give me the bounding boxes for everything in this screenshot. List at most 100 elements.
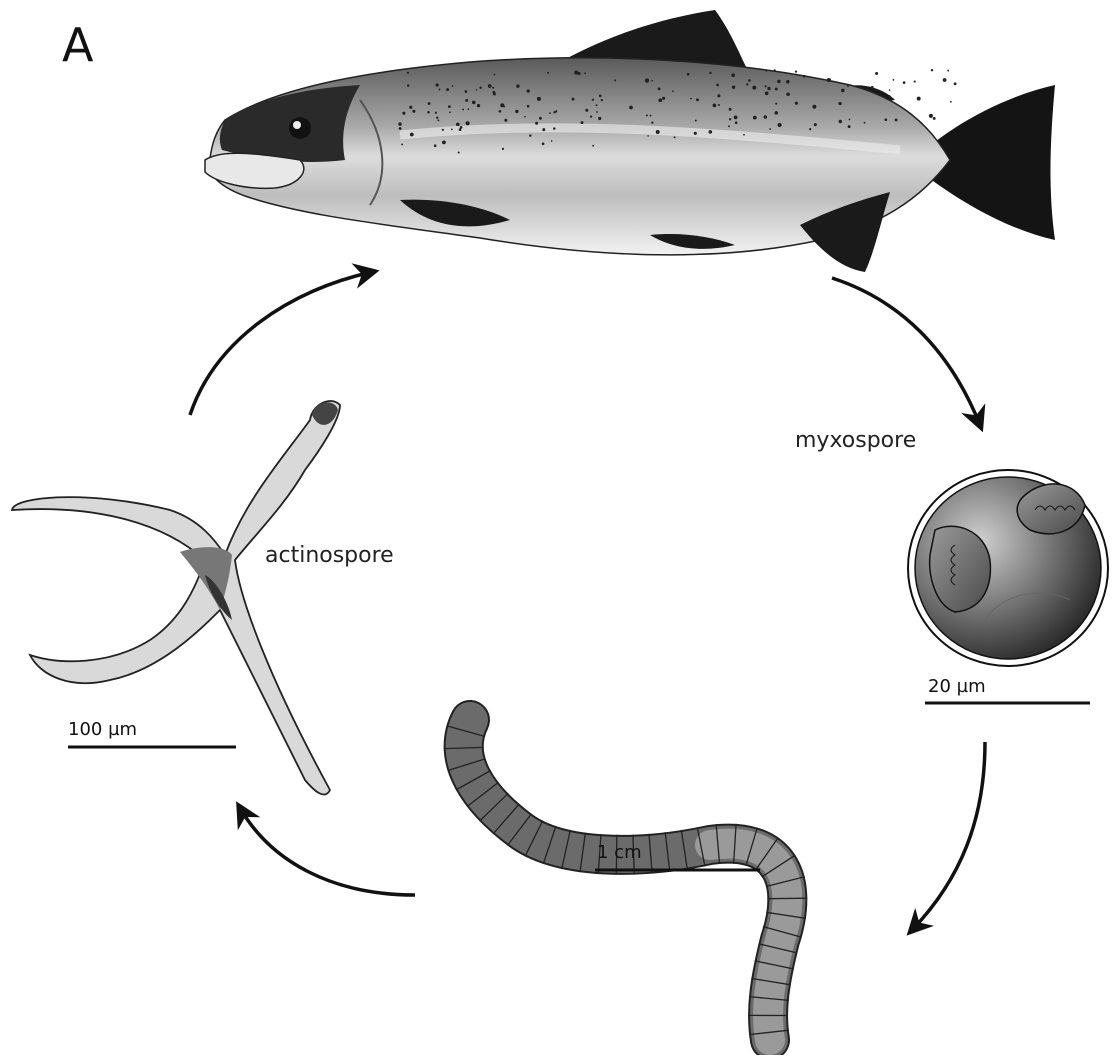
worm-segment	[767, 898, 807, 899]
fish-spot	[947, 70, 949, 72]
fish-spot	[888, 95, 890, 97]
fish-spot	[499, 110, 502, 113]
fish-spot	[537, 97, 541, 101]
fish-spot	[885, 118, 888, 121]
fish-spot	[409, 106, 412, 109]
fish-spot	[494, 74, 496, 76]
fish-spot	[716, 84, 719, 87]
fish-spot	[847, 85, 849, 87]
fish-spot	[709, 130, 713, 134]
fish-spot	[452, 85, 454, 87]
fish-spot	[645, 78, 649, 82]
fish-spot	[434, 144, 437, 147]
fish-spot	[777, 80, 781, 84]
fish-spot	[713, 104, 717, 108]
fish-spot	[529, 134, 531, 136]
myxospore-icon	[908, 470, 1108, 666]
myxospore-label: myxospore	[795, 428, 916, 453]
fish-spot	[650, 115, 652, 117]
fish-spot	[614, 79, 616, 81]
fish-spot	[647, 135, 649, 137]
fish-spot	[729, 118, 731, 120]
fish-spot	[477, 104, 480, 107]
fish-spot	[767, 87, 770, 90]
fish-spot	[728, 125, 730, 127]
fish-spot	[929, 114, 933, 118]
fish-spot	[748, 79, 751, 82]
fish-spot	[578, 72, 581, 75]
fish-spot	[442, 129, 444, 131]
fish-spot	[658, 87, 661, 90]
fish-spot	[515, 110, 518, 113]
fish-spot	[696, 98, 699, 101]
fish-spot	[516, 84, 519, 87]
fish-spot	[465, 99, 468, 102]
fish-spot	[436, 83, 439, 86]
fish-spot	[849, 119, 851, 121]
arrow-actinospore-to-fish	[190, 272, 372, 415]
fish-spot	[769, 128, 771, 130]
fish-spot	[553, 111, 555, 113]
fish-spot	[574, 71, 578, 75]
fish-spot	[437, 119, 439, 121]
fish-spot	[581, 121, 584, 124]
fish-spot	[766, 70, 768, 72]
trout-icon	[205, 10, 1055, 272]
fish-spot	[590, 115, 592, 117]
fish-spot	[651, 122, 653, 124]
fish-spot	[718, 104, 720, 106]
fish-spot	[950, 101, 952, 103]
fish-spot	[527, 89, 530, 92]
fish-spot	[893, 79, 895, 81]
fish-spot	[572, 98, 575, 101]
fish-spot	[398, 122, 401, 125]
fish-spot	[729, 108, 732, 111]
fish-spot	[914, 81, 916, 83]
fish-spot	[646, 114, 648, 116]
fish-spot	[629, 106, 633, 110]
fish-spot	[592, 145, 594, 147]
fish-spot	[592, 99, 594, 101]
fish-spot	[735, 121, 738, 124]
fish-spot	[458, 151, 460, 153]
fish-spot	[848, 125, 851, 128]
fish-spot	[795, 70, 797, 72]
fish-spot	[462, 108, 464, 110]
fish-spot	[709, 72, 711, 74]
fish-spot	[542, 142, 545, 145]
fish-spot	[449, 111, 451, 113]
fish-spot	[472, 101, 476, 105]
fish-spot	[746, 83, 748, 85]
fish-spot	[596, 104, 598, 106]
fish-spot	[549, 112, 551, 114]
fish-spot	[695, 120, 697, 122]
fish-spot	[488, 84, 492, 88]
fish-spot	[492, 87, 494, 89]
fish-spot	[492, 91, 495, 94]
arrow-fish-to-myxospore	[832, 278, 980, 425]
fish-spot	[448, 105, 451, 108]
fish-spot	[451, 129, 453, 131]
fish-spot	[814, 123, 817, 126]
fish-spot	[467, 108, 469, 110]
fish-spot	[402, 112, 405, 115]
scale-label-worm: 1 cm	[597, 842, 642, 863]
fish-spot	[662, 97, 665, 100]
fish-spot	[717, 94, 720, 97]
fish-spot	[446, 88, 449, 91]
fish-spot	[803, 75, 806, 78]
fish-spot	[412, 110, 415, 113]
fish-spot	[539, 117, 542, 120]
fish-spot	[465, 90, 468, 93]
fish-spot	[931, 69, 933, 71]
actinospore-label: actinospore	[265, 543, 394, 568]
fish-spot	[841, 89, 845, 93]
fish-spot	[864, 122, 866, 124]
fish-spot	[407, 72, 409, 74]
fish-spot	[839, 120, 842, 123]
scale-label-actinospore: 100 µm	[68, 719, 137, 740]
fish-spot	[775, 111, 779, 115]
fish-spot	[674, 136, 676, 138]
panel-letter: A	[62, 18, 93, 72]
fish-spot	[427, 111, 430, 114]
